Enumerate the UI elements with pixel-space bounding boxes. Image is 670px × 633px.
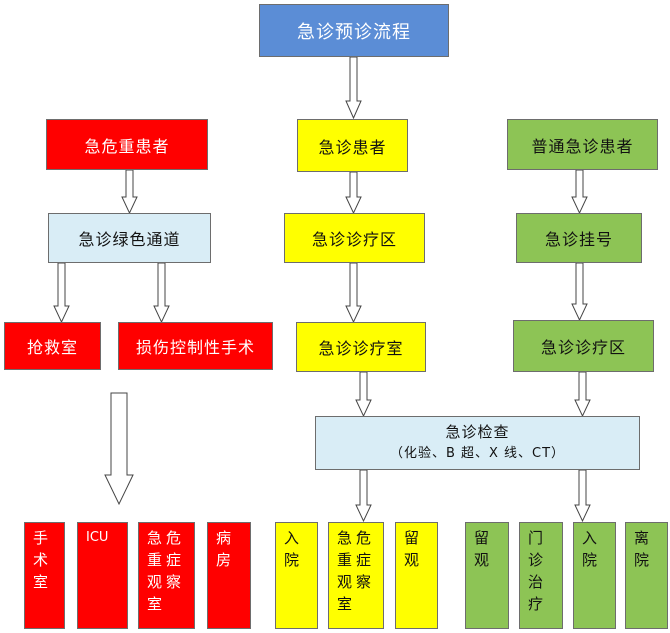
outcome-char: 察: [166, 573, 182, 591]
arrow-title-to-middle: [345, 56, 362, 120]
arrow-exam-to-right-admit: [574, 469, 591, 523]
arrow-channel-to-surgery: [153, 262, 170, 324]
outcome-char: 症: [356, 551, 372, 569]
outcome-char: 诊: [528, 551, 544, 569]
outcome-text-column: 危症察: [166, 527, 181, 628]
arrow-channel-to-rescue: [53, 262, 70, 324]
outcome-ward: 病房: [207, 522, 251, 629]
outcome-text: 留观: [474, 527, 508, 571]
outcome-char: 观: [147, 573, 163, 591]
arrow-room-to-exam: [355, 371, 372, 418]
outcome-char: 观: [404, 551, 420, 569]
outcome-char: 危: [356, 529, 372, 547]
right-treatment-area-box: 急诊诊疗区: [513, 320, 654, 372]
treatment-room-box: 急诊诊疗室: [296, 322, 426, 372]
outcome-char: 危: [166, 529, 182, 547]
outcome-char: 症: [166, 551, 182, 569]
arrow-area-to-room: [345, 262, 362, 324]
outcome-char: 察: [356, 573, 372, 591]
page-title: 急诊预诊流程: [259, 4, 449, 57]
outcome-middle-observe: 留观: [395, 522, 438, 629]
emergency-patient-box: 急诊患者: [297, 119, 408, 172]
outcome-char: 病: [216, 529, 232, 547]
outcome-char: 院: [582, 551, 598, 569]
outcome-char: 室: [337, 595, 353, 613]
green-channel-box: 急诊绿色通道: [48, 213, 211, 263]
outcome-text: 入院: [284, 527, 317, 571]
outcome-char: 房: [216, 551, 232, 569]
outcome-left-critical-observe: 急重观室危症察: [138, 522, 195, 629]
registration-box: 急诊挂号: [516, 213, 642, 263]
outcome-char: 急: [337, 529, 353, 547]
critical-patient-box: 急危重患者: [46, 119, 208, 170]
rescue-room-box: 抢救室: [4, 322, 101, 370]
arrow-critical-to-channel: [121, 169, 138, 215]
outcome-text-column: 急重观室: [337, 527, 352, 628]
outcome-char: 留: [404, 529, 420, 547]
outcome-text-column: 危症察: [356, 527, 371, 628]
arrow-general-to-register: [571, 169, 588, 215]
outcome-char: 室: [33, 573, 49, 591]
outcome-text-column: 急重观室: [147, 527, 162, 628]
outcome-char: 观: [337, 573, 353, 591]
outcome-operating-room: 手术室: [24, 522, 65, 629]
outcome-char: 治: [528, 573, 544, 591]
outcome-outpatient-treatment: 门诊治疗: [519, 522, 563, 629]
outcome-middle-admit: 入院: [275, 522, 318, 629]
outcome-char: 门: [528, 529, 544, 547]
arrow-right-area-to-exam: [574, 371, 591, 418]
outcome-char: 入: [284, 529, 300, 547]
outcome-text: 门诊治疗: [528, 527, 562, 615]
outcome-char: 术: [33, 551, 49, 569]
outcome-discharge: 离院: [625, 522, 668, 629]
emergency-exam-box: 急诊检查 （化验、B 超、X 线、CT）: [315, 416, 640, 470]
outcome-text: 离院: [634, 527, 667, 571]
outcome-right-observe: 留观: [465, 522, 509, 629]
outcome-char: 院: [634, 551, 650, 569]
exam-subtitle: （化验、B 超、X 线、CT）: [389, 446, 566, 461]
outcome-char: 留: [474, 529, 490, 547]
outcome-char: 室: [147, 595, 163, 613]
outcome-char: 急: [147, 529, 163, 547]
outcome-char: 疗: [528, 595, 544, 613]
outcome-text: ICU: [86, 530, 109, 545]
outcome-char: 重: [147, 551, 163, 569]
middle-treatment-area-box: 急诊诊疗区: [284, 213, 425, 263]
outcome-char: 重: [337, 551, 353, 569]
arrow-register-to-area: [571, 262, 588, 322]
outcome-char: 院: [284, 551, 300, 569]
outcome-char: 入: [582, 529, 598, 547]
outcome-middle-critical-observe: 急重观室危症察: [328, 522, 384, 629]
damage-control-surgery-box: 损伤控制性手术: [118, 322, 273, 370]
arrow-middle-header-to-area: [345, 171, 362, 215]
outcome-char: 观: [474, 551, 490, 569]
arrow-exam-to-middle-observe: [355, 469, 372, 523]
outcome-icu: ICU: [77, 522, 128, 629]
outcome-right-admit: 入院: [573, 522, 616, 629]
outcome-text: 手术室: [33, 527, 64, 593]
general-patient-box: 普通急诊患者: [507, 119, 658, 170]
outcome-char: 手: [33, 529, 49, 547]
arrow-left-to-outcomes: [104, 392, 134, 506]
outcome-text: 入院: [582, 527, 615, 571]
exam-title: 急诊检查: [445, 423, 510, 441]
outcome-text: 留观: [404, 527, 437, 571]
outcome-text: 病房: [216, 527, 250, 571]
outcome-char: 离: [634, 529, 650, 547]
